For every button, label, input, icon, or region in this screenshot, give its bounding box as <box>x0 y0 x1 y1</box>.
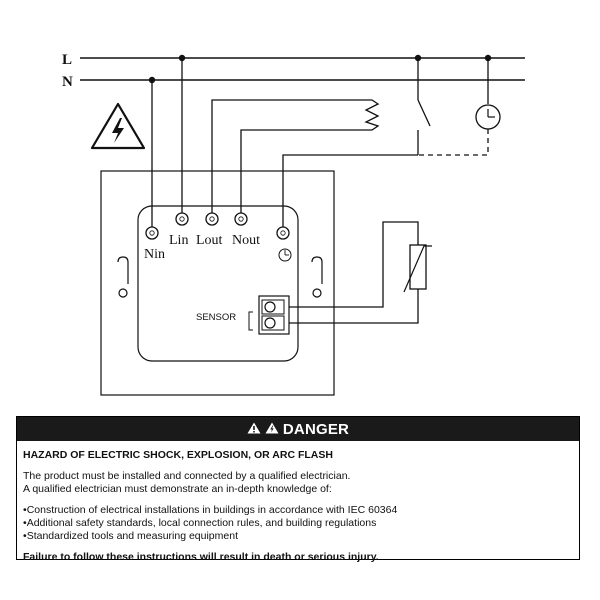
line-label-n: N <box>62 74 73 90</box>
terminal-lout <box>205 212 219 226</box>
switch-icon <box>417 58 431 155</box>
wall-plate <box>100 170 335 396</box>
terminal-label-nout: Nout <box>232 233 260 248</box>
sensor-wire-top <box>289 221 419 308</box>
terminal-label-lin: Lin <box>169 233 188 248</box>
terminal-nin <box>145 226 159 240</box>
clock-icon <box>475 104 501 130</box>
thermostat-module <box>137 205 299 362</box>
danger-notice: DANGER HAZARD OF ELECTRIC SHOCK, EXPLOSI… <box>16 416 580 563</box>
electric-warning-icon <box>265 421 279 438</box>
danger-header: DANGER <box>17 417 579 441</box>
electric-hazard-icon <box>90 102 146 150</box>
danger-title: DANGER <box>282 420 350 438</box>
danger-body: HAZARD OF ELECTRIC SHOCK, EXPLOSION, OR … <box>17 441 579 564</box>
sensor-wire-bottom <box>289 289 419 324</box>
terminal-clock <box>276 226 290 240</box>
clock-dashed-wire <box>418 129 489 156</box>
knowledge-list: Construction of electrical installations… <box>23 504 573 543</box>
intro-line: A qualified electrician must demonstrate… <box>23 483 332 495</box>
mounting-slot-left <box>117 256 129 298</box>
wiring-diagram: L N <box>62 52 525 396</box>
sensor-label: SENSOR <box>196 312 236 323</box>
terminal-clock-icon <box>278 248 292 262</box>
line-label-l: L <box>62 52 72 68</box>
intro-line: The product must be installed and connec… <box>23 470 351 482</box>
list-item: Additional safety standards, local conne… <box>23 517 573 530</box>
hazard-heading: HAZARD OF ELECTRIC SHOCK, EXPLOSION, OR … <box>23 449 333 461</box>
switch-wire <box>282 154 418 232</box>
terminal-nout <box>234 212 248 226</box>
neutral-out-wire <box>240 129 366 214</box>
warning-triangle-icon <box>247 421 261 438</box>
list-item: Construction of electrical installations… <box>23 504 573 517</box>
mounting-slot-right <box>311 256 323 298</box>
sensor-terminal-block <box>248 295 290 335</box>
list-item: Standardized tools and measuring equipme… <box>23 530 573 543</box>
failure-warning: Failure to follow these instructions wil… <box>23 551 379 563</box>
live-out-wire <box>211 99 366 214</box>
terminal-lin <box>175 212 189 226</box>
heater-resistor-icon <box>364 99 380 131</box>
terminal-label-nin: Nin <box>144 247 165 262</box>
terminal-label-lout: Lout <box>196 233 223 248</box>
thermistor-sensor-icon <box>403 244 432 293</box>
